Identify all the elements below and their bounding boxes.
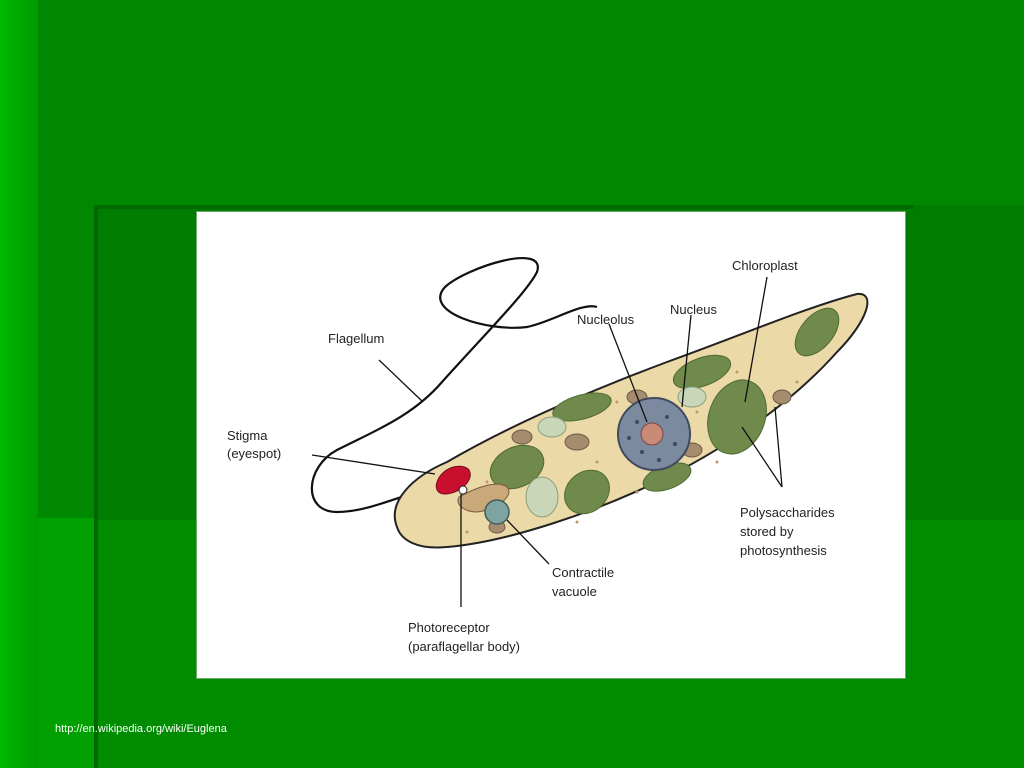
label-nucleolus: Nucleolus — [577, 312, 635, 327]
source-link[interactable]: http://en.wikipedia.org/wiki/Euglena — [55, 723, 227, 735]
label-photosynthesis: photosynthesis — [740, 543, 827, 558]
euglena-diagram: Flagellum Stigma (eyespot) Nucleolus Nuc… — [227, 257, 869, 654]
chromatin-dots — [627, 415, 677, 462]
label-nucleus: Nucleus — [670, 302, 717, 317]
label-polysaccharides: Polysaccharides — [740, 505, 835, 520]
label-chloroplast: Chloroplast — [732, 258, 798, 273]
contractile-vacuole — [484, 499, 510, 525]
decorative-vertical-line — [94, 205, 98, 768]
decorative-left-strip — [0, 0, 38, 768]
label-paraflagellar-body: (paraflagellar body) — [408, 639, 520, 654]
leader-lines — [311, 276, 783, 607]
label-stored-by: stored by — [740, 524, 794, 539]
label-contractile: Contractile — [552, 565, 614, 580]
nucleolus — [640, 422, 664, 446]
decorative-lower-inner-band — [38, 518, 96, 768]
label-flagellum: Flagellum — [328, 331, 384, 346]
chloroplasts — [489, 307, 840, 515]
flagellum-strand — [310, 257, 598, 514]
label-photoreceptor: Photoreceptor — [408, 620, 490, 635]
photoreceptor — [458, 485, 468, 495]
decorative-band-line — [94, 205, 914, 209]
label-stigma: Stigma — [227, 428, 268, 443]
euglena-diagram-figure: Flagellum Stigma (eyespot) Nucleolus Nuc… — [197, 212, 905, 678]
label-eyespot: (eyespot) — [227, 446, 281, 461]
label-vacuole: vacuole — [552, 584, 597, 599]
